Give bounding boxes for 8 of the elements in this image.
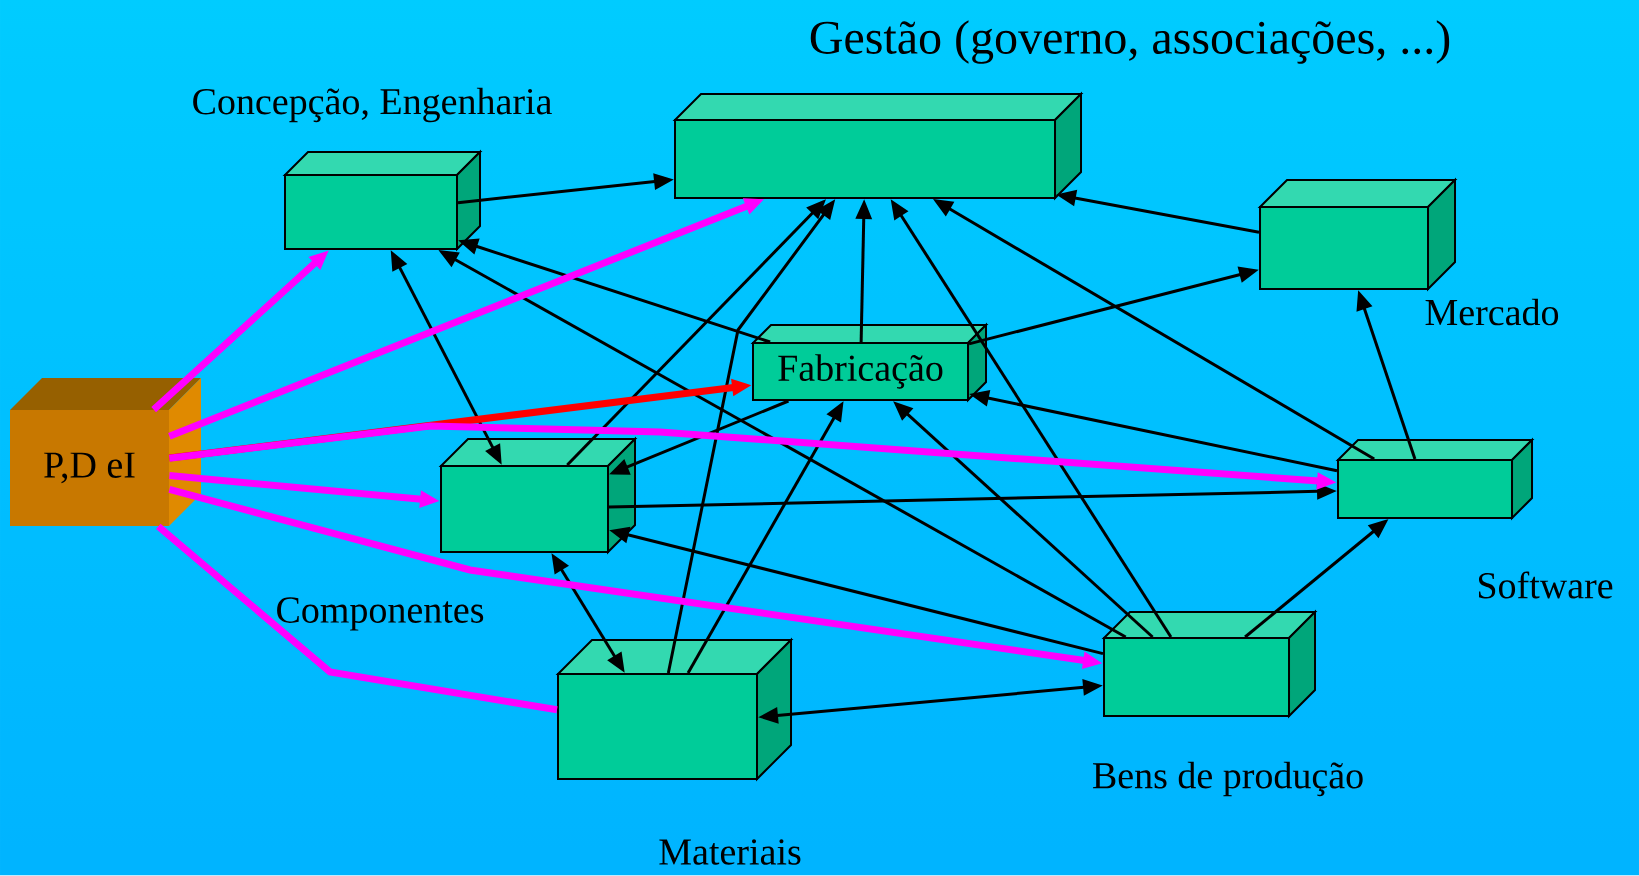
- box-label: Componentes: [277, 597, 484, 631]
- box-label: Concepção, Engenharia: [193, 87, 552, 123]
- box-label: Bens de produção: [1093, 761, 1363, 797]
- box-label: Mercado: [1425, 298, 1559, 326]
- box-label: Materiais: [659, 839, 801, 865]
- box-label: Software: [1478, 571, 1613, 599]
- cuboid-box: P,D eI: [10, 378, 201, 526]
- box-label: Gestão (governo, associações, ...): [810, 20, 1450, 64]
